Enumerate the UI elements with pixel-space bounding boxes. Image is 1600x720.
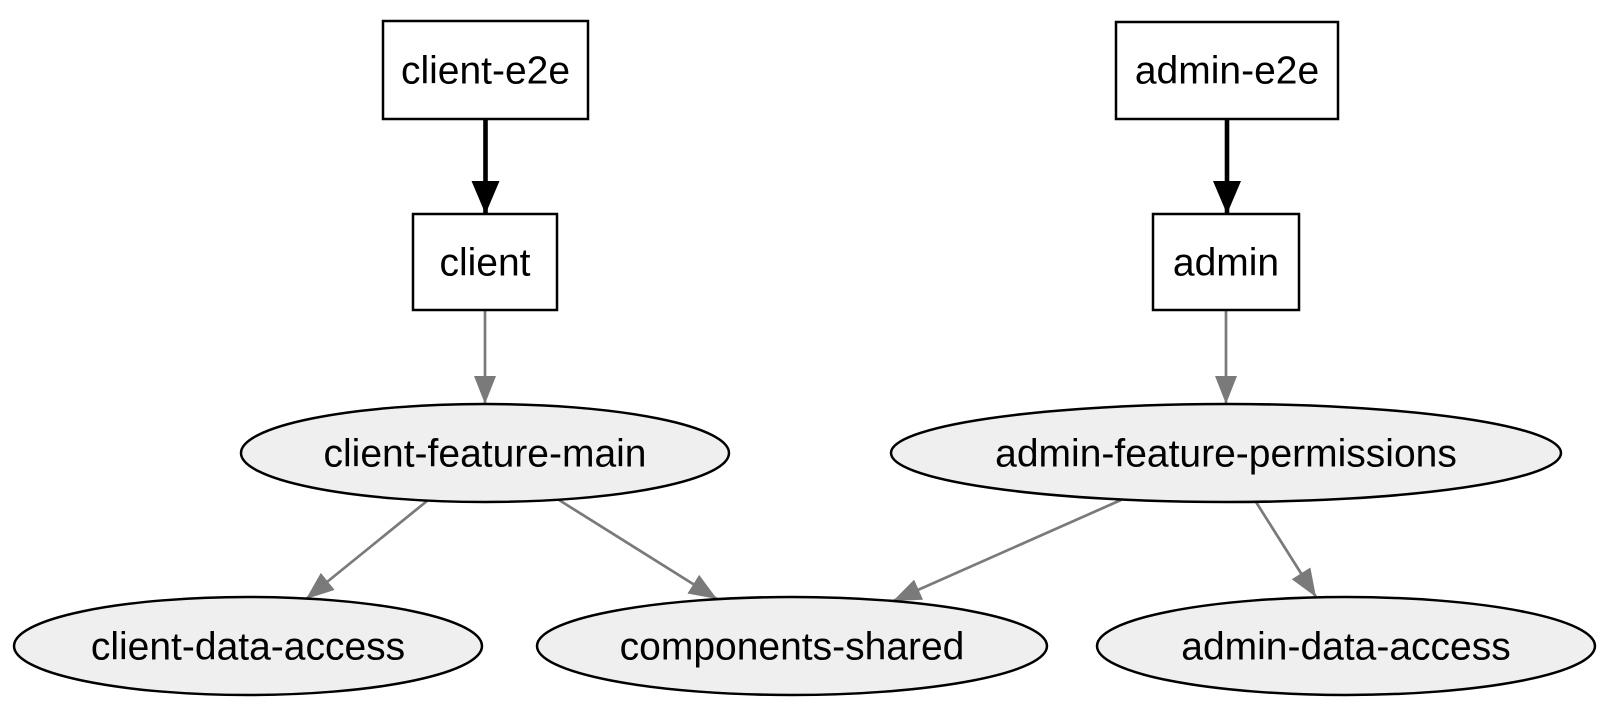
node-admin-data-access-label: admin-data-access <box>1181 626 1510 669</box>
edge-admin-feature-permissions-to-admin-data-access <box>1254 501 1318 598</box>
edges <box>305 119 1318 603</box>
node-admin-feature-permissions-shape <box>889 402 1563 504</box>
node-client-data-access: client-data-access <box>12 595 484 697</box>
edge-client-feature-main-to-client-data-access <box>305 499 428 601</box>
node-client: client <box>411 212 559 312</box>
node-admin-data-access-shape <box>1095 595 1597 697</box>
node-components-shared-label: components-shared <box>620 626 965 669</box>
node-client-e2e: client-e2e <box>381 19 590 121</box>
node-client-feature-main-label: client-feature-main <box>324 433 647 476</box>
node-components-shared: components-shared <box>535 595 1049 697</box>
node-admin-feature-permissions-label: admin-feature-permissions <box>995 433 1457 476</box>
node-admin-label: admin <box>1173 242 1279 285</box>
node-client-feature-main-shape <box>239 402 731 504</box>
node-admin-feature-permissions: admin-feature-permissions <box>889 402 1563 504</box>
edge-admin-feature-permissions-to-components-shared <box>892 498 1122 603</box>
node-client-e2e-shape <box>381 19 590 121</box>
node-admin-shape <box>1151 212 1301 312</box>
node-client-feature-main: client-feature-main <box>239 402 731 504</box>
node-client-data-access-label: client-data-access <box>91 626 405 669</box>
node-admin-data-access: admin-data-access <box>1095 595 1597 697</box>
node-client-shape <box>411 212 559 312</box>
node-admin-e2e-shape <box>1114 20 1340 121</box>
node-admin-e2e: admin-e2e <box>1114 20 1340 121</box>
node-admin: admin <box>1151 212 1301 312</box>
node-components-shared-shape <box>535 595 1049 697</box>
node-client-e2e-label: client-e2e <box>401 50 570 93</box>
node-client-data-access-shape <box>12 595 484 697</box>
node-client-label: client <box>439 242 530 285</box>
edge-client-feature-main-to-components-shared <box>558 498 718 601</box>
node-admin-e2e-label: admin-e2e <box>1135 50 1319 93</box>
